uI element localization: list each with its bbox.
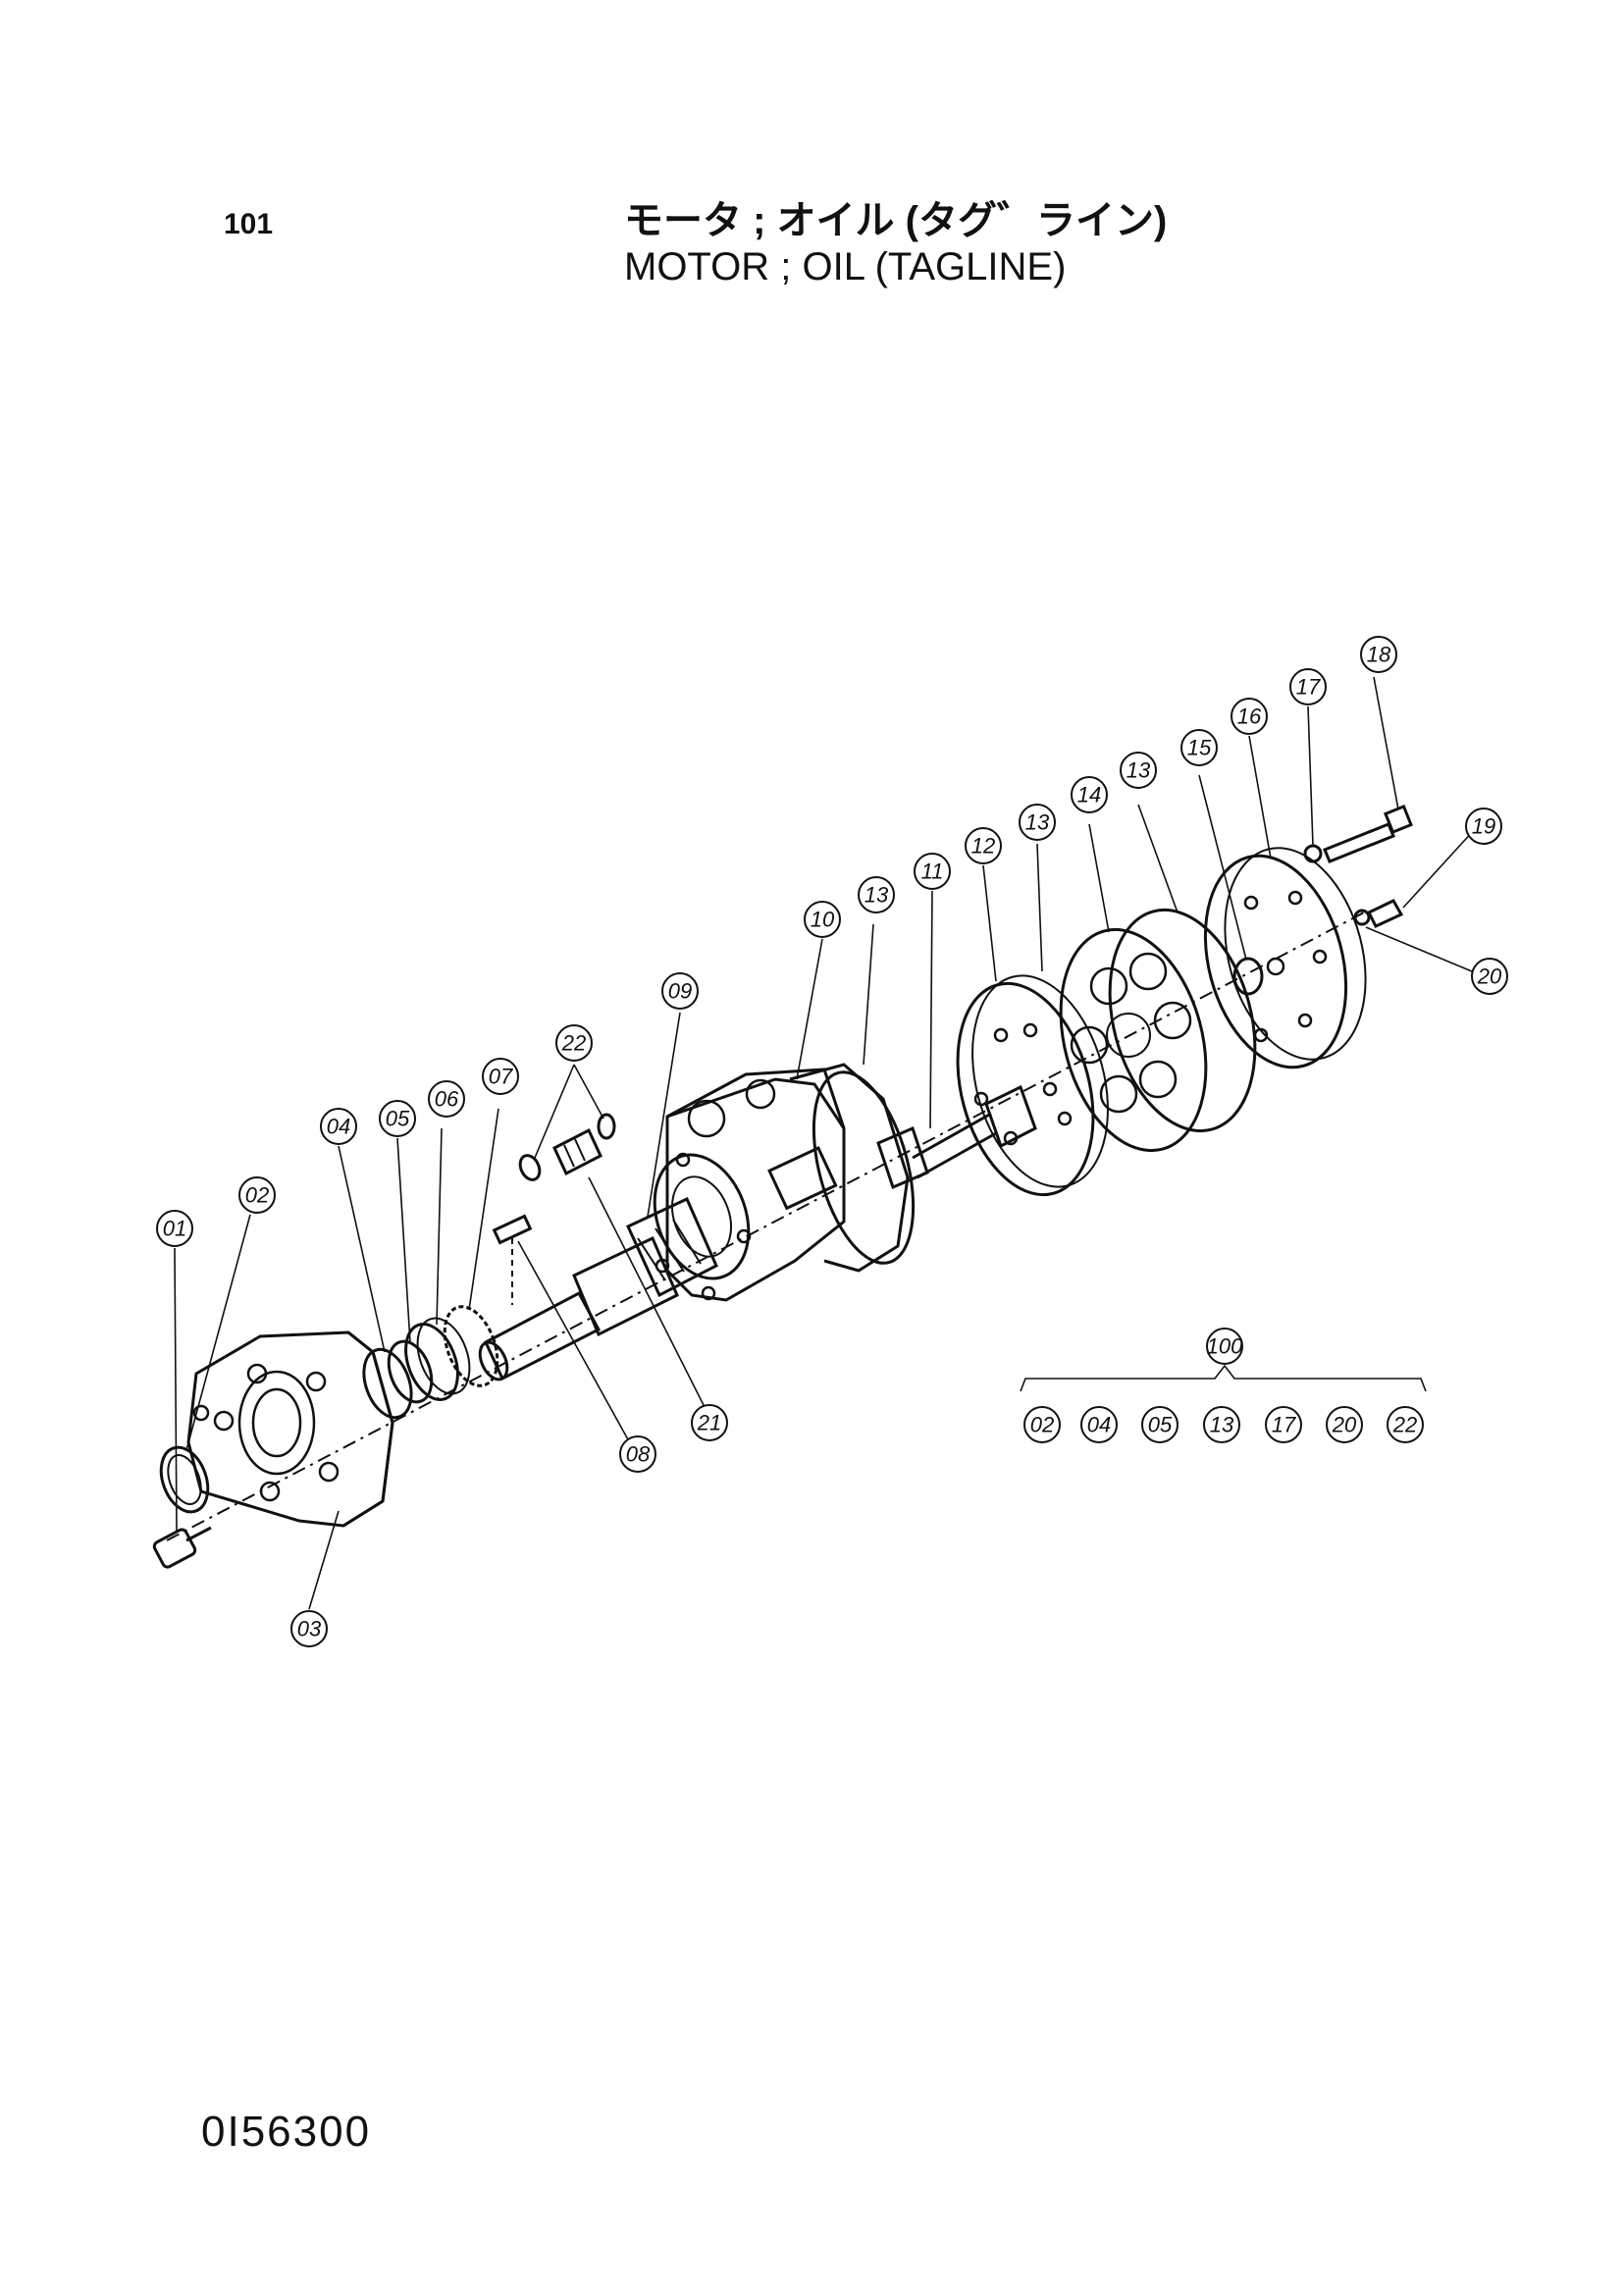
kit-member-02: 02 — [1023, 1406, 1061, 1443]
callout-label: 04 — [327, 1115, 350, 1139]
callout-07: 07 — [482, 1058, 519, 1095]
part-12-valve-plate — [956, 974, 1109, 1197]
callout-label: 18 — [1367, 643, 1391, 667]
kit-member-label: 20 — [1332, 1413, 1357, 1437]
part-04-seal — [362, 1347, 413, 1420]
callout-label: 17 — [1296, 675, 1321, 700]
callout-label: 19 — [1472, 814, 1495, 839]
page-number: 101 — [224, 208, 274, 240]
kit-member-label: 22 — [1392, 1413, 1417, 1437]
kit-member-05: 05 — [1141, 1406, 1179, 1443]
kit-member-label: 17 — [1272, 1413, 1296, 1437]
part-01-bolt — [152, 1526, 212, 1569]
callout-label: 08 — [626, 1442, 651, 1467]
callout-05: 05 — [379, 1100, 416, 1137]
part-19-plug — [1353, 899, 1404, 928]
callout-label: 13 — [864, 883, 889, 908]
part-16-end-cover — [1203, 847, 1367, 1069]
callout-19: 19 — [1465, 808, 1502, 845]
title-english: MOTOR ; OIL (TAGLINE) — [624, 245, 1067, 288]
callout-20: 20 — [1471, 958, 1508, 995]
callout-label: 13 — [1126, 758, 1151, 783]
kit-member-label: 13 — [1210, 1413, 1234, 1437]
callout-02: 02 — [238, 1176, 276, 1214]
callout-13-a: 13 — [858, 876, 895, 913]
kit-member-22: 22 — [1387, 1406, 1424, 1443]
callout-21: 21 — [691, 1404, 728, 1441]
callout-label: 16 — [1237, 704, 1262, 729]
callout-12: 12 — [965, 827, 1002, 864]
motor-housing — [653, 1068, 846, 1302]
callout-label: 13 — [1025, 810, 1050, 835]
callout-10: 10 — [804, 901, 841, 938]
callout-label: 06 — [435, 1087, 459, 1112]
part-10-housing-ring — [789, 1063, 916, 1273]
part-14-gerotor-set — [1059, 908, 1257, 1153]
part-15-spacer — [1232, 957, 1264, 996]
part-18-bolt — [1303, 805, 1413, 863]
callout-18: 18 — [1360, 636, 1397, 673]
kit-100-group: 100 02 04 05 13 17 20 22 — [1020, 1328, 1427, 1443]
part-08-key — [492, 1214, 533, 1245]
drawing-number: 0I56300 — [201, 2108, 372, 2156]
callout-label: 10 — [811, 908, 835, 932]
kit-member-13: 13 — [1203, 1406, 1240, 1443]
callout-label: 05 — [386, 1107, 410, 1131]
part-02-o-ring — [159, 1445, 210, 1514]
center-axis-line — [166, 912, 1365, 1541]
part-05-ring — [387, 1339, 434, 1404]
kit-member-label: 05 — [1148, 1413, 1173, 1437]
callout-04: 04 — [320, 1108, 357, 1145]
callout-label: 11 — [921, 860, 944, 884]
callout-03: 03 — [290, 1610, 328, 1647]
callout-09: 09 — [661, 972, 699, 1010]
kit-id-label: 100 — [1207, 1334, 1243, 1359]
callout-15: 15 — [1180, 729, 1218, 766]
callout-label: 01 — [163, 1217, 186, 1241]
output-shaft — [478, 1196, 718, 1382]
callout-11: 11 — [914, 853, 951, 890]
kit-member-17: 17 — [1265, 1406, 1302, 1443]
kit-member-04: 04 — [1080, 1406, 1118, 1443]
callout-label: 22 — [561, 1031, 586, 1056]
callout-label: 12 — [971, 834, 995, 859]
part-06-bearing — [404, 1317, 471, 1401]
callout-label: 09 — [668, 979, 692, 1004]
part-22-valve-plug — [518, 1113, 616, 1181]
callout-22: 22 — [555, 1024, 593, 1062]
callout-label: 21 — [697, 1411, 721, 1435]
callout-06: 06 — [428, 1080, 465, 1118]
title-japanese: モータ ; オイル (タグ゛ライン) — [624, 199, 1168, 242]
callout-100: 100 — [1206, 1328, 1243, 1365]
kit-member-20: 20 — [1326, 1406, 1363, 1443]
callout-label: 02 — [245, 1183, 269, 1208]
callout-label: 15 — [1187, 736, 1212, 760]
part-03-mounting-flange — [186, 1330, 394, 1528]
callout-13-b: 13 — [1019, 804, 1056, 841]
kit-member-label: 04 — [1087, 1413, 1111, 1437]
callout-label: 20 — [1477, 965, 1502, 989]
callout-01: 01 — [156, 1210, 193, 1247]
kit-member-label: 02 — [1030, 1413, 1054, 1437]
part-11-drive-shaft — [876, 1084, 1037, 1190]
callout-17: 17 — [1289, 668, 1327, 705]
callout-16: 16 — [1231, 698, 1268, 735]
leader-lines — [174, 676, 1476, 1610]
callout-08: 08 — [619, 1435, 656, 1473]
callout-label: 07 — [489, 1065, 513, 1089]
callout-label: 14 — [1077, 783, 1101, 808]
callout-label: 03 — [297, 1617, 322, 1642]
callout-13-c: 13 — [1120, 752, 1157, 789]
callout-14: 14 — [1071, 776, 1108, 813]
